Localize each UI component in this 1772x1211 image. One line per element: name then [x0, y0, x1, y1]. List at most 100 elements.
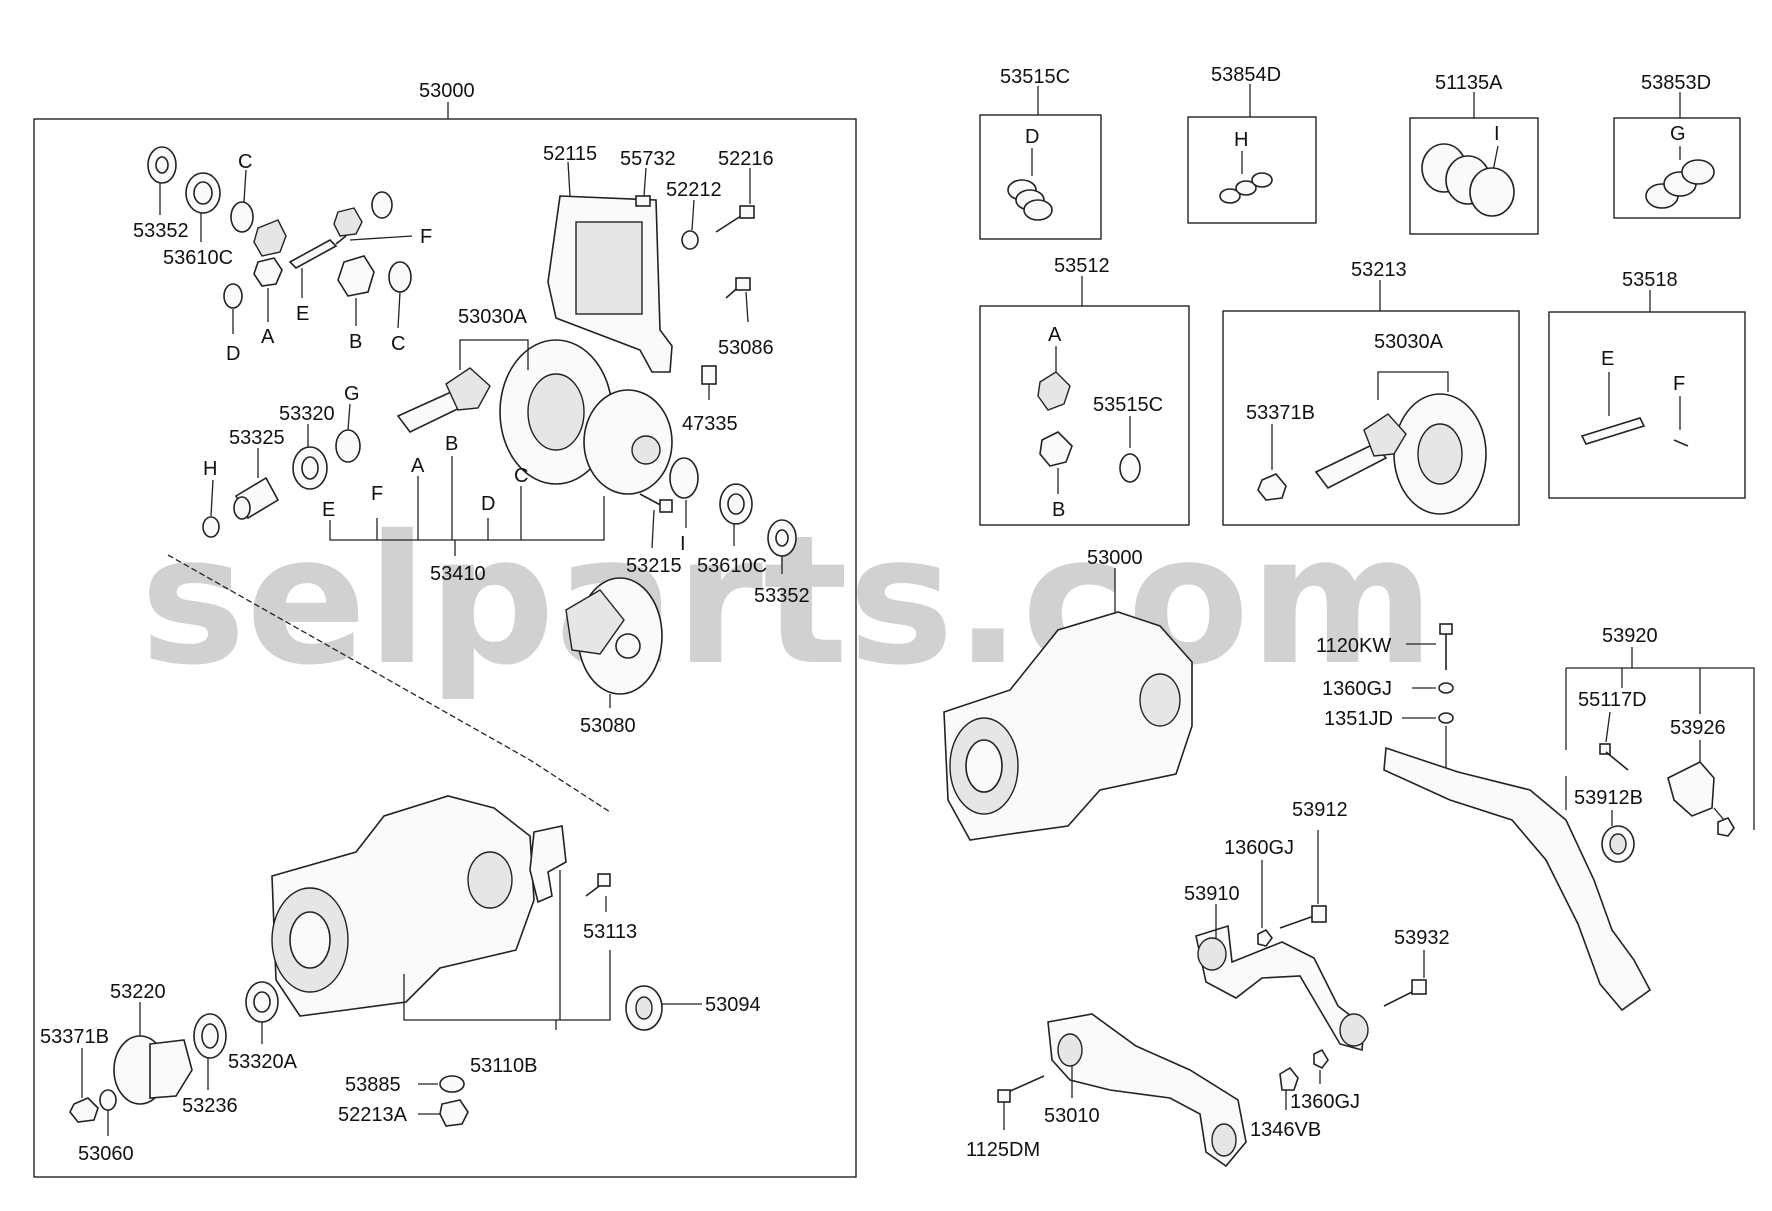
label-carrier-case[interactable]: 53110B [470, 1055, 537, 1077]
label-kit1-letter[interactable]: D [1025, 126, 1039, 148]
bolt-ring-part [639, 493, 673, 513]
label-nut-arm[interactable]: 1360GJ [1224, 837, 1294, 859]
label-washer-top[interactable]: 52212 [666, 179, 722, 201]
label-washer-bottom[interactable]: 53060 [78, 1143, 134, 1165]
label-kit-d[interactable]: D [481, 493, 495, 515]
nut-part [69, 1097, 99, 1123]
label-breather[interactable]: 47335 [682, 413, 738, 435]
label-gear-set[interactable]: 53030A [458, 306, 528, 328]
diff-assy-part [943, 611, 1193, 841]
label-diff-assy[interactable]: 53000 [1087, 547, 1143, 569]
label-shim-g[interactable]: G [344, 383, 360, 405]
label-c-top[interactable]: C [238, 151, 252, 173]
label-thrust-side[interactable]: 53352 [754, 585, 810, 607]
label-drain[interactable]: 52213A [338, 1104, 408, 1126]
flange-part [113, 1035, 193, 1105]
ring-h-part [202, 516, 220, 538]
label-bracket[interactable]: 53926 [1670, 717, 1726, 739]
label-flange[interactable]: 53220 [110, 981, 166, 1003]
label-diff-gear-kit[interactable]: 53410 [430, 563, 486, 585]
label-bearing-pinion[interactable]: 53320 [279, 403, 335, 425]
label-seal[interactable]: 53236 [182, 1095, 238, 1117]
label-bolt-carrier[interactable]: 53113 [583, 921, 637, 943]
label-bolt-mount[interactable]: 55117D [1578, 689, 1647, 711]
spring-i-part [1421, 143, 1515, 217]
label-spacer[interactable]: 53325 [229, 427, 285, 449]
label-plug[interactable]: 53094 [705, 994, 761, 1016]
shim-d-part [223, 283, 243, 309]
label-bolt-ring[interactable]: 53215 [626, 555, 682, 577]
label-arm[interactable]: 53910 [1184, 883, 1240, 905]
label-kit-c[interactable]: C [514, 465, 528, 487]
kit7-shaft-part [1580, 417, 1646, 445]
label-kit3-code[interactable]: 51135A [1435, 72, 1503, 94]
bolt-cross-part [997, 1075, 1045, 1103]
label-kit-f[interactable]: F [371, 483, 383, 505]
label-washer-a[interactable]: 1360GJ [1322, 678, 1392, 700]
label-nut[interactable]: 53371B [40, 1026, 109, 1048]
label-kit-e[interactable]: E [322, 499, 335, 521]
label-case-sub[interactable]: 53080 [580, 715, 636, 737]
label-bolt-cross[interactable]: 1125DM [966, 1139, 1040, 1161]
bush-part [1601, 825, 1635, 863]
label-kit7-f[interactable]: F [1673, 373, 1685, 395]
label-kit4-letter[interactable]: G [1670, 123, 1686, 145]
label-kit2-letter[interactable]: H [1234, 129, 1248, 151]
label-mount-assy[interactable]: 53920 [1602, 625, 1658, 647]
gasket-part [439, 1075, 465, 1093]
bracket-nut-part [1717, 817, 1735, 837]
label-kit5-sub[interactable]: 53515C [1093, 394, 1163, 416]
label-bolt-top[interactable]: 52216 [718, 148, 774, 170]
label-a-gear[interactable]: A [261, 326, 275, 348]
label-kit6-code[interactable]: 53213 [1351, 259, 1407, 281]
label-nut-b2[interactable]: 1360GJ [1290, 1091, 1360, 1113]
label-bush[interactable]: 53912B [1574, 787, 1643, 809]
kit5-gear-b-part [1039, 431, 1073, 467]
kit3-frame [1409, 117, 1539, 235]
label-c-right[interactable]: C [391, 333, 405, 355]
label-dowel[interactable]: 55732 [620, 148, 676, 170]
label-d-left[interactable]: D [226, 343, 240, 365]
label-cover[interactable]: 52115 [543, 143, 597, 165]
drain-plug-part [439, 1099, 469, 1127]
kit5-frame [979, 305, 1190, 526]
label-bolt-mid[interactable]: 53086 [718, 337, 774, 359]
label-kit2-code[interactable]: 53854D [1211, 64, 1281, 86]
label-kit6-nut[interactable]: 53371B [1246, 402, 1315, 424]
label-kit7-code[interactable]: 53518 [1622, 269, 1678, 291]
label-kit7-e[interactable]: E [1601, 348, 1614, 370]
label-kit-b[interactable]: B [445, 433, 458, 455]
label-bearing-out[interactable]: 53320A [228, 1051, 298, 1073]
label-f-pin[interactable]: F [420, 226, 432, 248]
label-kit3-letter[interactable]: I [1494, 123, 1500, 145]
case-sub-part [565, 577, 663, 695]
label-e-shaft[interactable]: E [296, 303, 309, 325]
label-ring-h[interactable]: H [203, 458, 217, 480]
label-kit6-gear[interactable]: 53030A [1374, 331, 1444, 353]
label-washer-b[interactable]: 1351JD [1324, 708, 1393, 730]
label-bearing-top[interactable]: 53610C [163, 247, 233, 269]
spacer-part [233, 476, 280, 520]
label-bolt-bottom[interactable]: 53932 [1394, 927, 1450, 949]
label-gasket[interactable]: 53885 [345, 1074, 401, 1096]
label-ring-i[interactable]: I [680, 533, 686, 555]
label-kit4-code[interactable]: 53853D [1641, 72, 1711, 94]
label-nut-b1[interactable]: 1346VB [1250, 1119, 1321, 1141]
bolt-carrier-part [585, 873, 611, 897]
label-b-gear[interactable]: B [349, 331, 362, 353]
label-crossmember[interactable]: 53010 [1044, 1105, 1100, 1127]
bracket-part [1667, 761, 1715, 817]
bolt-arm-part [1279, 905, 1327, 929]
label-kit5-code[interactable]: 53512 [1054, 255, 1110, 277]
label-bearing-side[interactable]: 53610C [697, 555, 767, 577]
label-bolt-arm[interactable]: 53912 [1292, 799, 1348, 821]
label-kit-a[interactable]: A [411, 455, 425, 477]
bolt-long-part [1439, 623, 1453, 670]
label-kit1-code[interactable]: 53515C [1000, 66, 1070, 88]
label-main-assembly[interactable]: 53000 [419, 80, 475, 102]
label-bolt-long[interactable]: 1120KW [1316, 635, 1391, 657]
bearing-side-part [719, 483, 753, 525]
label-kit5-a[interactable]: A [1048, 324, 1062, 346]
label-kit5-b[interactable]: B [1052, 499, 1065, 521]
label-thrust-washer-top[interactable]: 53352 [133, 220, 189, 242]
